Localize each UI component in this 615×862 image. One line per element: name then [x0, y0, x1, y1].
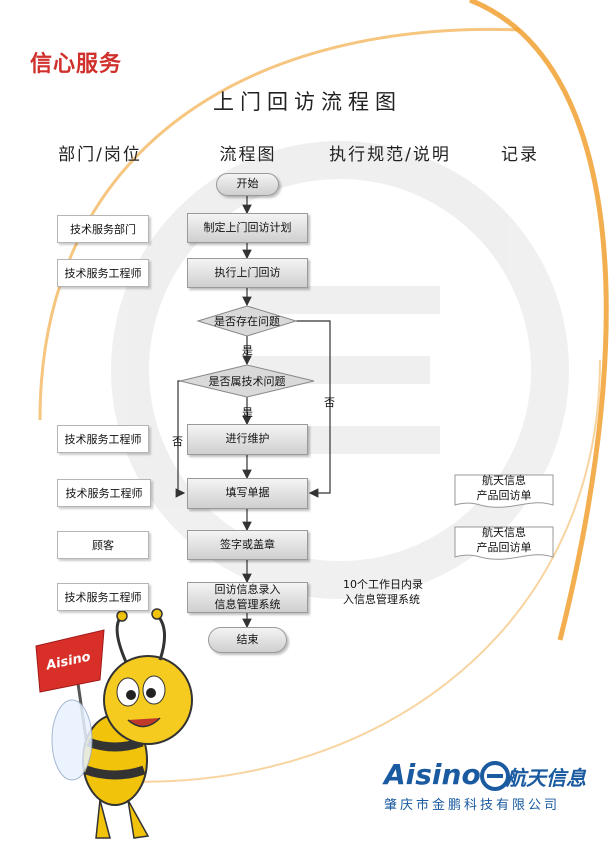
- dept-box-maintain: 技术服务工程师: [57, 425, 149, 453]
- column-header-flow: 流程图: [219, 145, 277, 165]
- node-end: 结束: [208, 627, 287, 653]
- decision-has-problem-label: 是否存在问题: [214, 315, 280, 328]
- record-label-2: 航天信息 产品回访单: [455, 526, 553, 556]
- spec-note-entry: 10个工作日内录 入信息管理系统: [343, 578, 443, 608]
- node-execute-visit: 执行上门回访: [187, 258, 308, 288]
- page-title: 上门回访流程图: [213, 90, 402, 114]
- orange-swoosh-right: [469, 0, 609, 641]
- node-record-entry-line1: 回访信息录入: [214, 583, 281, 597]
- dept-box-plan: 技术服务部门: [57, 215, 149, 243]
- dept-box-entry: 技术服务工程师: [57, 583, 149, 611]
- record-label-1-line2: 产品回访单: [476, 488, 532, 502]
- column-header-dept: 部门/岗位: [58, 145, 142, 165]
- node-fill-form: 填写单据: [187, 478, 308, 509]
- column-header-record: 记录: [501, 145, 539, 165]
- record-document-1: [454, 474, 554, 508]
- company-name: 肇庆市金鹏科技有限公司: [384, 798, 561, 813]
- record-label-2-line1: 航天信息: [482, 526, 526, 539]
- spec-note-line2: 入信息管理系统: [343, 592, 420, 606]
- record-label-1-line1: 航天信息: [482, 474, 526, 487]
- brand-slogan: 信心服务: [30, 52, 123, 77]
- node-maintenance: 进行维护: [187, 424, 308, 455]
- node-make-visit-plan: 制定上门回访计划: [187, 213, 308, 243]
- decision-is-technical-label: 是否属技术问题: [208, 375, 286, 388]
- aisino-logo-mark: [480, 761, 510, 791]
- dept-box-sign: 顾客: [57, 531, 149, 559]
- orange-swoosh-bottom: [99, 359, 601, 783]
- spec-note-line1: 10个工作日内录: [343, 578, 423, 591]
- dept-box-fill: 技术服务工程师: [57, 479, 151, 507]
- record-label-2-line2: 产品回访单: [476, 540, 532, 554]
- edge-label-no-2: 否: [172, 435, 183, 448]
- node-sign-or-stamp: 签字或盖章: [187, 530, 308, 560]
- decision-has-problem: [196, 305, 298, 337]
- record-label-1: 航天信息 产品回访单: [455, 474, 553, 504]
- edge-decision1-no: [296, 320, 331, 498]
- logo-chinese: 航天信息: [506, 766, 586, 790]
- logo-wordmark: Aisino: [384, 758, 481, 791]
- node-record-entry-line2: 信息管理系统: [214, 597, 281, 611]
- edge-label-yes-1: 是: [242, 344, 253, 357]
- mascot-bee: [35, 608, 193, 839]
- record-document-2: [454, 526, 554, 560]
- decision-is-technical: [179, 364, 315, 398]
- edge-label-no-1: 否: [324, 396, 335, 409]
- column-header-spec: 执行规范/说明: [329, 145, 451, 165]
- edge-decision2-no: [175, 380, 186, 498]
- orange-swoosh-left: [38, 27, 521, 421]
- node-record-entry: 回访信息录入 信息管理系统: [187, 582, 308, 613]
- dept-box-visit: 技术服务工程师: [57, 259, 149, 287]
- node-start: 开始: [216, 173, 279, 196]
- edge-label-yes-2: 是: [242, 406, 253, 419]
